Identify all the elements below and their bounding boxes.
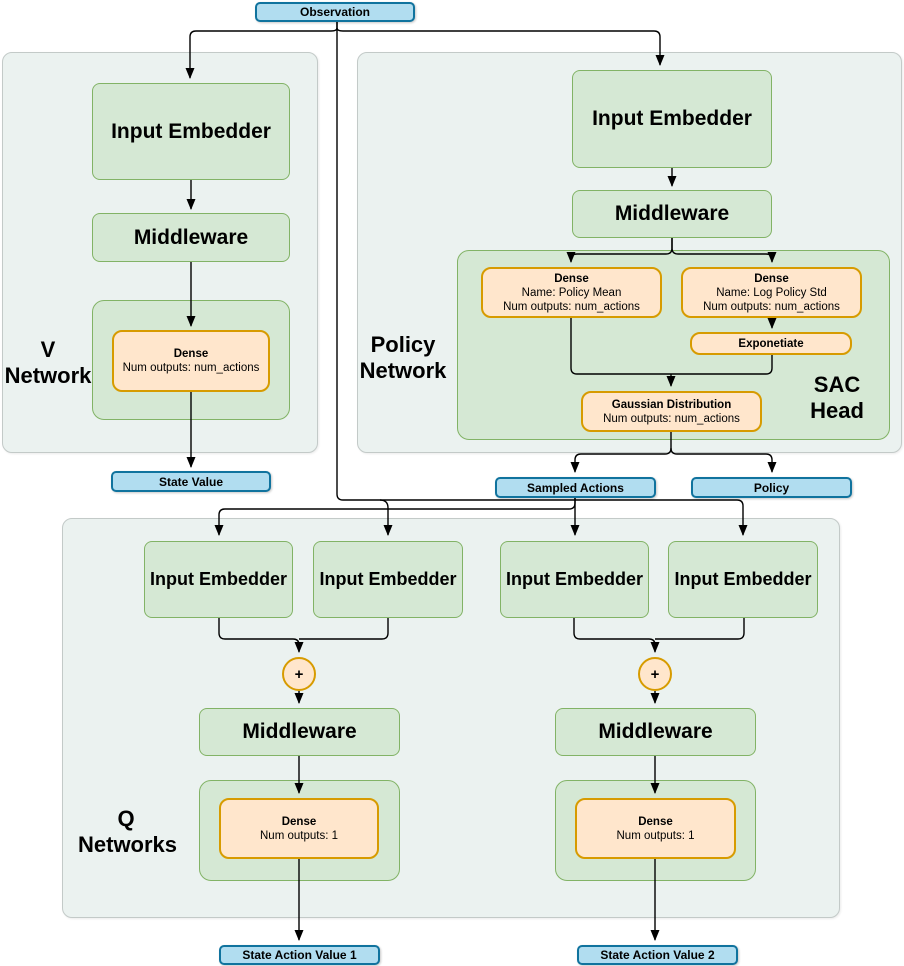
state-action-value-1-node: State Action Value 1 [219,945,380,965]
q1-input-embedder-b-label: Input Embedder [319,569,457,589]
q2-dense-title: Dense [638,815,673,828]
q1-dense-node: Dense Num outputs: 1 [219,798,379,859]
q1-dense-title: Dense [281,815,317,828]
state-action-value-2-node: State Action Value 2 [577,945,738,965]
observation-label: Observation [299,5,371,19]
q-networks-label: Q Networks [78,806,178,858]
q2-input-embedder-b-node: Input Embedder [668,541,818,618]
q2-input-embedder-b-label: Input Embedder [674,569,812,589]
policy-middleware-label: Middleware [614,202,730,225]
sampled-actions-node: Sampled Actions [495,477,656,498]
plus-icon: + [650,665,660,683]
sac-head-label: SAC Head [797,372,877,424]
q2-input-embedder-a-label: Input Embedder [505,569,643,589]
policy-network-label-line2: Network [359,358,447,383]
v-network-label-line1: V [40,337,56,362]
state-action-value-1-label: State Action Value 1 [242,948,357,962]
q2-middleware-node: Middleware [555,708,756,756]
q1-input-embedder-b-node: Input Embedder [313,541,463,618]
dense-log-policy-std-node: Dense Name: Log Policy Std Num outputs: … [681,267,862,318]
v-input-embedder-label: Input Embedder [111,119,271,143]
sampled-actions-label: Sampled Actions [527,480,624,495]
plus-icon: + [294,665,304,683]
dense-log-policy-std-title: Dense [754,272,789,285]
q-networks-label-line1: Q [117,806,135,831]
gaussian-distribution-line1: Num outputs: num_actions [603,412,740,425]
dense-log-policy-std-line2: Num outputs: num_actions [703,300,840,313]
q-networks-label-line2: Networks [78,832,178,857]
v-dense-title: Dense [173,348,209,360]
v-input-embedder-node: Input Embedder [92,83,290,180]
q2-input-embedder-a-node: Input Embedder [500,541,649,618]
sac-head-label-line1: SAC [813,372,861,397]
v-network-label-line2: Network [4,363,92,388]
state-value-label: State Value [158,474,224,489]
state-value-node: State Value [111,471,271,492]
policy-network-label: Policy Network [355,332,451,384]
q2-add-node: + [638,657,672,691]
policy-network-label-line1: Policy [370,332,436,357]
q2-middleware-label: Middleware [598,720,713,743]
policy-input-embedder-node: Input Embedder [572,70,772,168]
policy-middleware-node: Middleware [572,190,772,238]
exponetiate-label: Exponetiate [738,337,804,350]
q1-dense-line1: Num outputs: 1 [260,829,338,842]
gaussian-distribution-node: Gaussian Distribution Num outputs: num_a… [581,391,762,432]
q2-dense-line1: Num outputs: 1 [616,829,695,842]
v-middleware-label: Middleware [133,225,249,249]
q1-input-embedder-a-node: Input Embedder [144,541,293,618]
exponetiate-node: Exponetiate [690,332,852,355]
v-dense-line1: Num outputs: num_actions [122,362,260,374]
q1-add-node: + [282,657,316,691]
v-network-label: V Network [0,337,96,389]
sac-head-label-line2: Head [810,398,864,423]
policy-input-embedder-label: Input Embedder [592,107,752,130]
dense-log-policy-std-line1: Name: Log Policy Std [716,286,827,299]
dense-policy-mean-title: Dense [554,272,589,285]
q1-middleware-label: Middleware [242,720,357,743]
state-action-value-2-label: State Action Value 2 [600,948,715,962]
policy-output-node: Policy [691,477,852,498]
dense-policy-mean-node: Dense Name: Policy Mean Num outputs: num… [481,267,662,318]
v-middleware-node: Middleware [92,213,290,262]
dense-policy-mean-line2: Num outputs: num_actions [503,300,640,313]
q1-middleware-node: Middleware [199,708,400,756]
q1-input-embedder-a-label: Input Embedder [149,569,287,589]
gaussian-distribution-title: Gaussian Distribution [611,398,732,411]
dense-policy-mean-line1: Name: Policy Mean [521,286,622,299]
v-dense-node: Dense Num outputs: num_actions [112,330,270,392]
observation-node: Observation [255,2,415,22]
policy-output-label: Policy [753,480,790,495]
q2-dense-node: Dense Num outputs: 1 [575,798,736,859]
